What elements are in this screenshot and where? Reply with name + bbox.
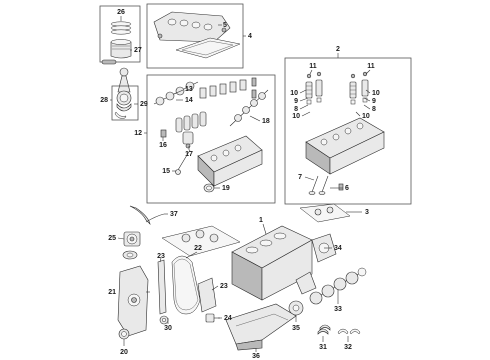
callout-4: 4: [248, 33, 252, 40]
valves-illustration: [308, 175, 329, 195]
callout-19: 19: [222, 185, 230, 192]
callout-9-left: 9: [294, 98, 298, 105]
oil-pan-illustration: [225, 303, 297, 351]
callout-10-left-upper: 10: [290, 90, 298, 97]
callout-33: 33: [334, 306, 342, 313]
thermostat-illustration: [122, 250, 138, 260]
callout-8-right: 8: [372, 106, 376, 113]
callout-32: 32: [344, 344, 352, 351]
callout-23-left: 23: [157, 253, 165, 260]
callout-13: 13: [185, 86, 193, 93]
callout-29: 29: [140, 101, 148, 108]
callout-36: 36: [252, 353, 260, 360]
valve-keepers-illustration: [306, 71, 368, 79]
callout-10-left-lower: 10: [292, 113, 300, 120]
timing-tensioner-arm-illustration: [197, 277, 217, 313]
cylinder-head-lower-illustration: [197, 135, 263, 187]
main-bearings-illustration: [317, 324, 331, 335]
callout-25: 25: [108, 235, 116, 242]
callout-14: 14: [185, 97, 193, 104]
front-crank-seal-illustration: [118, 328, 130, 340]
camshaft-group-frame: [146, 74, 276, 204]
callout-5: 5: [223, 22, 227, 29]
engine-block-illustration: [231, 225, 317, 301]
valve-seals-illustration: [306, 97, 368, 105]
piston-pin-illustration: [101, 59, 117, 65]
callout-26: 26: [117, 9, 125, 16]
water-bypass-hose-illustration: [129, 205, 165, 225]
callout-24: 24: [224, 315, 232, 322]
callout-11-right: 11: [367, 63, 375, 70]
callout-35: 35: [292, 325, 300, 332]
water-pump-illustration: [123, 231, 141, 247]
callout-31: 31: [319, 344, 327, 351]
valve-springs-illustration: [305, 79, 369, 99]
callout-23-right: 23: [220, 283, 228, 290]
valve-guide-illustration: [338, 183, 344, 191]
leader-lines: [110, 16, 371, 352]
callout-9-right: 9: [372, 98, 376, 105]
connecting-rod-illustration: [116, 67, 132, 106]
callout-3: 3: [365, 209, 369, 216]
callout-8-left: 8: [294, 106, 298, 113]
callout-17: 17: [185, 151, 193, 158]
callout-22: 22: [194, 245, 202, 252]
cylinder-head-illustration: [305, 117, 385, 175]
callout-10-right-upper: 10: [372, 90, 380, 97]
callout-labels: 1 2 3 4 5 6 7 8 8 9 9 10 10 10 10 11 11 …: [100, 9, 380, 360]
head-gasket-right-illustration: [299, 203, 351, 223]
callout-34: 34: [334, 245, 342, 252]
timing-chain-illustration: [171, 255, 201, 315]
piston-group-frame: [99, 5, 141, 63]
crankshaft-illustration: [309, 267, 367, 305]
callout-1: 1: [259, 217, 263, 224]
callout-6: 6: [345, 185, 349, 192]
oil-control-valve-illustration: [175, 149, 191, 175]
timing-cover-illustration: [117, 265, 149, 337]
callout-15: 15: [162, 168, 170, 175]
chain-tensioner-illustration: [205, 313, 220, 323]
camshaft-sprocket-illustration: [182, 131, 194, 149]
cylinder-head-group-frame: [284, 57, 412, 205]
callout-7: 7: [298, 174, 302, 181]
callout-18: 18: [262, 118, 270, 125]
callout-27: 27: [134, 47, 142, 54]
piston-rings-illustration: [110, 21, 132, 35]
rod-bearing-illustration: [114, 103, 132, 119]
callout-10-right-lower: 10: [362, 113, 370, 120]
rocker-arms-illustration: [175, 111, 207, 133]
thrust-washers-illustration: [337, 328, 361, 335]
lash-adjuster-illustration: [160, 129, 167, 138]
callout-20: 20: [120, 349, 128, 356]
callout-30: 30: [164, 325, 172, 332]
intake-camshaft-illustration: [229, 89, 269, 127]
valve-cover-gasket-illustration: [175, 37, 241, 59]
callout-11-left: 11: [309, 63, 317, 70]
callout-12: 12: [134, 130, 142, 137]
camshaft-seal-illustration: [203, 183, 215, 193]
timing-guide-illustration: [157, 259, 167, 315]
head-gasket-left-illustration: [161, 225, 241, 257]
callout-16: 16: [159, 142, 167, 149]
camshaft-bearing-caps-illustration: [199, 77, 257, 99]
piston-illustration: [110, 39, 132, 59]
callout-28: 28: [100, 97, 108, 104]
valve-cover-illustration: [153, 11, 231, 43]
callout-21: 21: [108, 289, 116, 296]
callout-37: 37: [170, 211, 178, 218]
callout-2: 2: [336, 46, 340, 53]
crank-sprocket-illustration: [159, 315, 169, 325]
connecting-rod-group-frame: [111, 85, 139, 121]
